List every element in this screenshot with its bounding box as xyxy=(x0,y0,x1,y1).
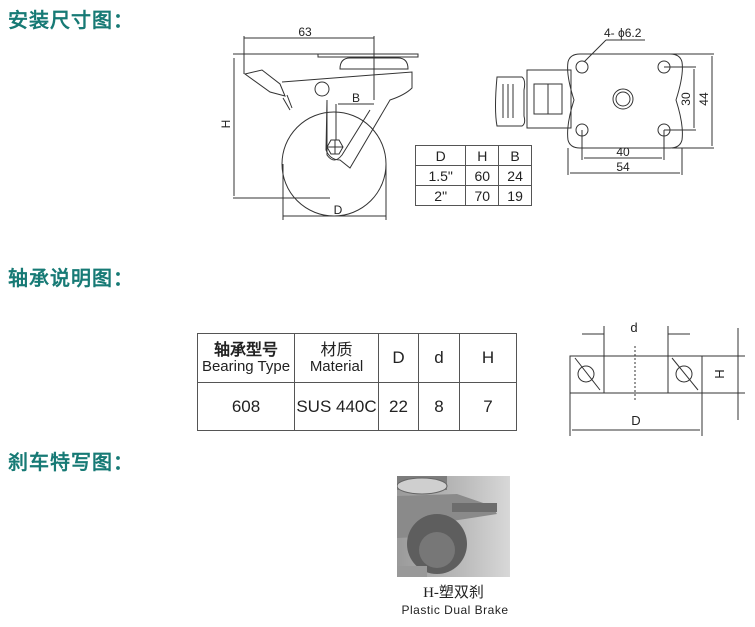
table-row: 608 SUS 440C 22 8 7 xyxy=(197,382,517,431)
cell-material: SUS 440C xyxy=(294,382,379,431)
header-type-cn: 轴承型号 xyxy=(213,340,278,359)
cell-D: 22 xyxy=(378,382,419,431)
header-cell: D xyxy=(414,145,467,166)
cell: 60 xyxy=(465,165,500,186)
header-material-en: Material xyxy=(309,358,364,375)
cell: 70 xyxy=(465,185,500,206)
cell-type: 608 xyxy=(197,382,295,431)
header-type-en: Bearing Type xyxy=(201,358,291,375)
dim-D: D xyxy=(334,203,343,217)
table-row: 1.5" 60 24 xyxy=(414,165,532,186)
section-title-install: 安装尺寸图： xyxy=(8,8,134,32)
bearing-d-label: d xyxy=(630,320,637,335)
cell: 24 xyxy=(498,165,532,186)
section-title-bearing: 轴承说明图： xyxy=(8,266,134,290)
cell: 19 xyxy=(498,185,532,206)
table-row: 2" 70 19 xyxy=(414,185,532,206)
header-cell: H xyxy=(465,145,500,166)
brake-caption-cn: H-塑双刹 xyxy=(423,585,484,601)
header-bearing-type: 轴承型号 Bearing Type xyxy=(197,333,295,383)
caster-side-view xyxy=(233,36,419,220)
header-d: d xyxy=(418,333,460,383)
table-header-row: 轴承型号 Bearing Type 材质 Material D d H xyxy=(197,333,517,383)
brake-photo-illustration xyxy=(397,476,497,577)
dim-63: 63 xyxy=(298,25,312,39)
caster-top-view xyxy=(495,39,714,175)
header-material-cn: 材质 xyxy=(320,340,353,359)
dim-30: 30 xyxy=(679,92,693,106)
table-header-row: D H B xyxy=(414,145,532,166)
section-title-brake: 刹车特写图： xyxy=(8,450,134,474)
size-table: D H B 1.5" 60 24 2" 70 19 xyxy=(414,145,532,206)
cell-H: 7 xyxy=(459,382,517,431)
dim-54: 54 xyxy=(616,160,630,174)
dim-H: H xyxy=(219,120,233,129)
brake-photo xyxy=(397,476,510,577)
header-D: D xyxy=(378,333,419,383)
cell-d: 8 xyxy=(418,382,460,431)
cell: 1.5" xyxy=(414,165,467,186)
header-material: 材质 Material xyxy=(294,333,379,383)
dim-44: 44 xyxy=(697,92,711,106)
dim-40: 40 xyxy=(616,145,630,159)
cell: 2" xyxy=(414,185,467,206)
dim-B: B xyxy=(352,91,360,105)
bearing-diagram xyxy=(569,326,745,436)
header-H: H xyxy=(459,333,517,383)
hole-label: 4- ϕ6.2 xyxy=(604,26,642,40)
bearing-D-label: D xyxy=(631,413,640,428)
brake-caption-en: Plastic Dual Brake xyxy=(401,603,509,617)
bearing-H-label: H xyxy=(712,369,727,378)
bearing-table: 轴承型号 Bearing Type 材质 Material D d H 608 … xyxy=(197,333,517,431)
header-cell: B xyxy=(498,145,532,166)
